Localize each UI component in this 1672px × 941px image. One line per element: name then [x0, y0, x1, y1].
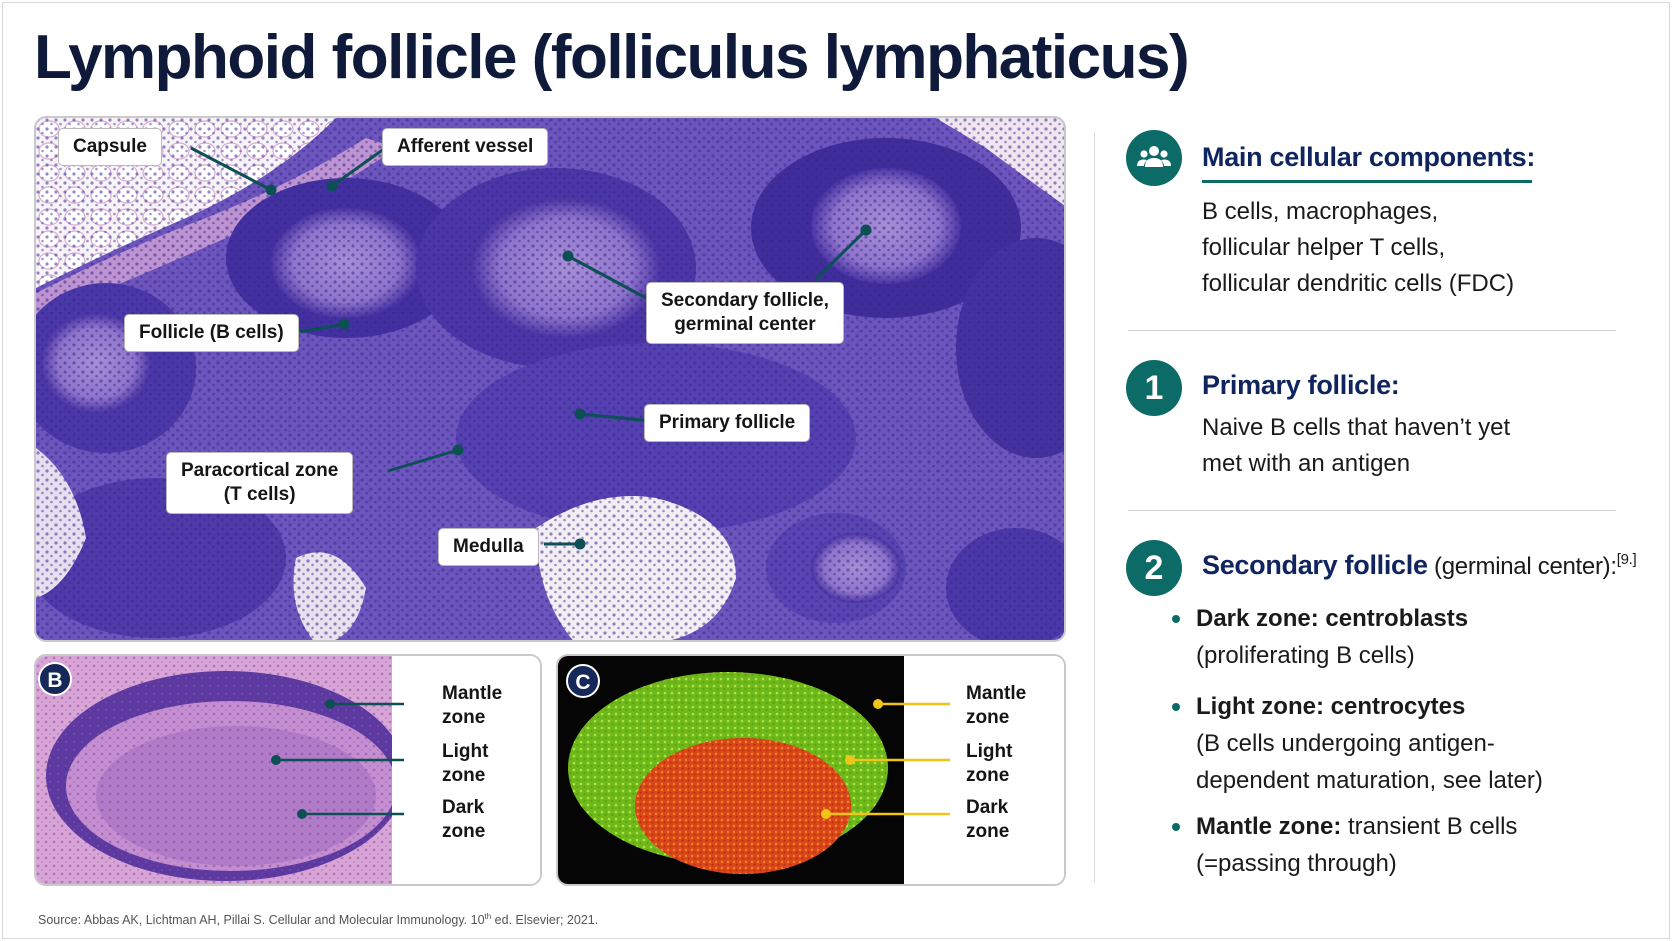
panel-b-illustration: [36, 656, 540, 884]
panel-b-badge: B: [38, 662, 72, 696]
panel-c-light-zone-label: Light zone: [966, 740, 1012, 788]
bullet-dot-icon: [1172, 703, 1180, 711]
histology-illustration: [36, 118, 1064, 640]
components-text: B cells, macrophages, follicular helper …: [1202, 194, 1514, 302]
light-zone-description-2: dependent maturation, see later): [1196, 767, 1543, 794]
panel-b-light-line2: zone: [442, 765, 486, 786]
panel-c-dark-zone-label: Dark zone: [966, 796, 1009, 844]
dark-zone-description: (proliferating B cells): [1196, 642, 1415, 669]
section-divider-2: [1128, 510, 1616, 511]
panel-c-illustration: [558, 656, 1064, 884]
bullet-dark-zone: Dark zone: centroblasts (proliferating B…: [1172, 600, 1469, 674]
page-title: Lymphoid follicle (folliculus lymphaticu…: [34, 23, 1190, 92]
secondary-follicle-line2: germinal center: [674, 314, 816, 335]
panel-b-light-zone-label: Light zone: [442, 740, 488, 788]
secondary-follicle-heading: Secondary follicle (germinal center):[9.…: [1202, 550, 1637, 581]
panel-c-dark-line2: zone: [966, 821, 1010, 842]
primary-follicle-text: Naive B cells that haven’t yet met with …: [1202, 410, 1510, 482]
panel-c-dark-line1: Dark: [966, 797, 1009, 818]
panel-b-mantle-line2: zone: [442, 707, 486, 728]
bullet-dot-icon: [1172, 615, 1180, 623]
section-divider-1: [1128, 330, 1616, 331]
source-text: Source: Abbas AK, Lichtman AH, Pillai S.…: [38, 913, 485, 928]
mantle-zone-term: Mantle zone:: [1196, 813, 1342, 840]
bullet-mantle-zone: Mantle zone: transient B cells (=passing…: [1172, 808, 1518, 882]
panel-c-mantle-zone-label: Mantle zone: [966, 682, 1026, 730]
paracortical-zone-line2: (T cells): [223, 484, 296, 505]
components-line-2: follicular helper T cells,: [1202, 234, 1446, 261]
panel-b-dark-line1: Dark: [442, 797, 485, 818]
components-line-3: follicular dendritic cells (FDC): [1202, 270, 1515, 297]
light-zone-description-1: (B cells undergoing antigen-: [1196, 730, 1495, 757]
light-zone-term: Light zone:: [1196, 693, 1324, 720]
components-heading: Main cellular components:: [1202, 142, 1536, 172]
dark-zone-term: Dark zone:: [1196, 605, 1319, 632]
primary-follicle-heading: Primary follicle:: [1202, 370, 1400, 400]
primary-follicle-label: Primary follicle: [644, 404, 811, 442]
source-superscript: th: [484, 912, 492, 921]
medulla-label: Medulla: [438, 528, 539, 566]
panel-c-fluorescence: C Mantle zone Light zone Dark zone: [556, 654, 1066, 886]
panel-c-light-line2: zone: [966, 765, 1010, 786]
source-citation: Source: Abbas AK, Lichtman AH, Pillai S.…: [38, 912, 598, 927]
bullet-dot-icon: [1172, 823, 1180, 831]
paracortical-zone-label: Paracortical zone (T cells): [166, 452, 354, 514]
panel-c-badge: C: [566, 664, 600, 698]
panel-c-light-line1: Light: [966, 741, 1013, 762]
column-divider: [1094, 132, 1095, 882]
secondary-heading-rest: (germinal center):: [1427, 553, 1617, 580]
mantle-zone-description: (=passing through): [1196, 850, 1397, 877]
components-heading-underline: [1202, 180, 1532, 183]
panel-c-mantle-line1: Mantle: [966, 683, 1027, 704]
follicle-b-cells-label: Follicle (B cells): [124, 314, 299, 352]
panel-b-dark-zone-label: Dark zone: [442, 796, 485, 844]
components-line-1: B cells, macrophages,: [1202, 198, 1439, 225]
primary-line-1: Naive B cells that haven’t yet: [1202, 414, 1511, 441]
capsule-label: Capsule: [58, 128, 162, 166]
light-zone-cells: centrocytes: [1323, 693, 1466, 720]
dark-zone-cells: centroblasts: [1318, 605, 1469, 632]
primary-number-badge: 1: [1126, 360, 1182, 416]
panel-b-dark-line2: zone: [442, 821, 486, 842]
secondary-follicle-label: Secondary follicle, germinal center: [646, 282, 844, 344]
main-histology-figure: Capsule Afferent vessel Follicle (B cell…: [34, 116, 1066, 642]
secondary-number-badge: 2: [1126, 540, 1182, 596]
panel-b-mantle-line1: Mantle: [442, 683, 503, 704]
panel-b-he-stain: B Mantle zone Light zone Dark zone: [34, 654, 542, 886]
panel-b-light-line1: Light: [442, 741, 489, 762]
mantle-zone-cells: transient B cells: [1341, 813, 1518, 840]
panel-b-mantle-zone-label: Mantle zone: [442, 682, 502, 730]
source-text-end: ed. Elsevier; 2021.: [491, 913, 599, 928]
users-group-icon: [1126, 130, 1182, 186]
secondary-heading-bold: Secondary follicle: [1202, 550, 1428, 580]
bullet-light-zone: Light zone: centrocytes (B cells undergo…: [1172, 688, 1543, 799]
secondary-heading-ref: [9.]: [1616, 551, 1637, 568]
afferent-vessel-label: Afferent vessel: [382, 128, 549, 166]
paracortical-zone-line1: Paracortical zone: [181, 460, 339, 481]
secondary-follicle-line1: Secondary follicle,: [661, 290, 829, 311]
primary-line-2: met with an antigen: [1202, 450, 1411, 477]
panel-c-mantle-line2: zone: [966, 707, 1010, 728]
